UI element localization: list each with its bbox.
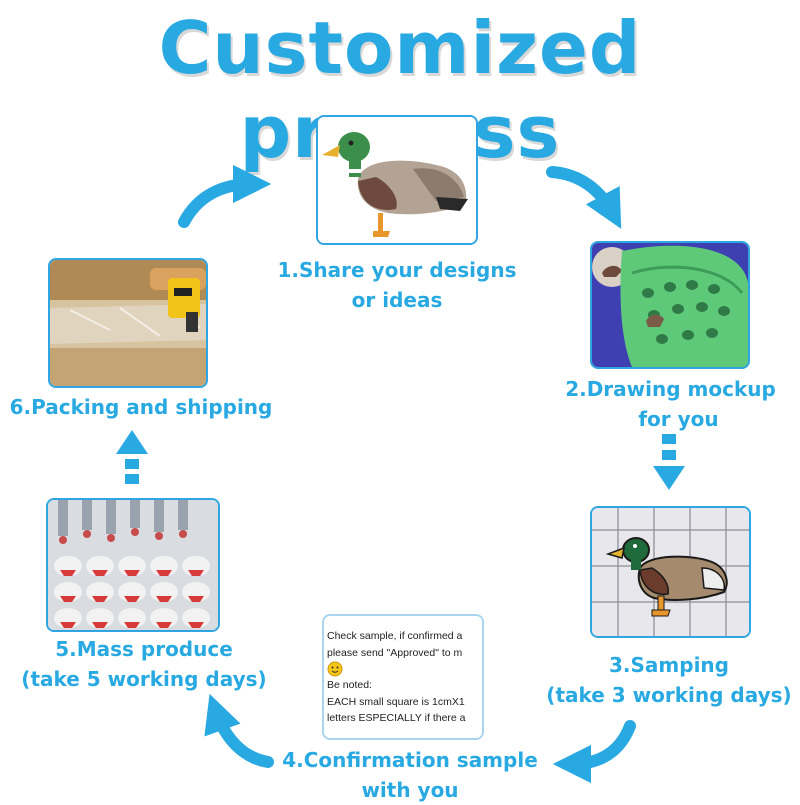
step6-packing-image bbox=[48, 258, 208, 388]
note-line3: Be noted: bbox=[327, 679, 372, 691]
note-line2: please send "Approved" to m bbox=[327, 646, 463, 659]
step2-label-line2: for you bbox=[638, 407, 719, 431]
step5-label-line1: 5.Mass produce bbox=[55, 637, 233, 661]
step1-label-line2: or ideas bbox=[351, 288, 443, 312]
step1-label: 1.Share your designs or ideas bbox=[270, 255, 524, 315]
note-line5: letters ESPECIALLY if there a bbox=[327, 712, 466, 724]
step1-label-line1: 1.Share your designs bbox=[277, 258, 517, 282]
step6-label: 6.Packing and shipping bbox=[0, 392, 282, 422]
step4-label-line2: with you bbox=[361, 778, 459, 802]
emoji-icon bbox=[327, 661, 482, 677]
step4-label-line1: 4.Confirmation sample bbox=[282, 748, 538, 772]
step3-label: 3.Samping (take 3 working days) bbox=[540, 650, 798, 710]
step3-label-line1: 3.Samping bbox=[609, 653, 729, 677]
arrow-1-to-2 bbox=[546, 166, 622, 229]
step5-label: 5.Mass produce (take 5 working days) bbox=[14, 634, 274, 694]
note-line4: EACH small square is 1cmX1 bbox=[327, 695, 465, 708]
step4-label: 4.Confirmation sample with you bbox=[268, 745, 552, 805]
step1-design-image bbox=[316, 115, 478, 245]
step3-label-line2: (take 3 working days) bbox=[546, 683, 792, 707]
step5-label-line2: (take 5 working days) bbox=[21, 667, 267, 691]
arrow-3-to-4 bbox=[552, 720, 636, 784]
step3-sample-image bbox=[590, 506, 751, 638]
confirmation-note: Check sample, if confirmed a please send… bbox=[322, 614, 484, 740]
step2-label: 2.Drawing mockup for you bbox=[548, 374, 793, 434]
arrow-6-to-1 bbox=[178, 164, 272, 228]
note-line1: Check sample, if confirmed a bbox=[327, 630, 463, 642]
step6-label-line1: 6.Packing and shipping bbox=[9, 395, 273, 419]
step2-mockup-image bbox=[590, 241, 750, 369]
dashed-down-arrow-icon bbox=[653, 434, 685, 490]
dashed-up-arrow-icon bbox=[116, 430, 148, 484]
step2-label-line1: 2.Drawing mockup bbox=[565, 377, 776, 401]
arrow-4-to-5 bbox=[204, 693, 274, 768]
step5-production-image bbox=[46, 498, 220, 632]
